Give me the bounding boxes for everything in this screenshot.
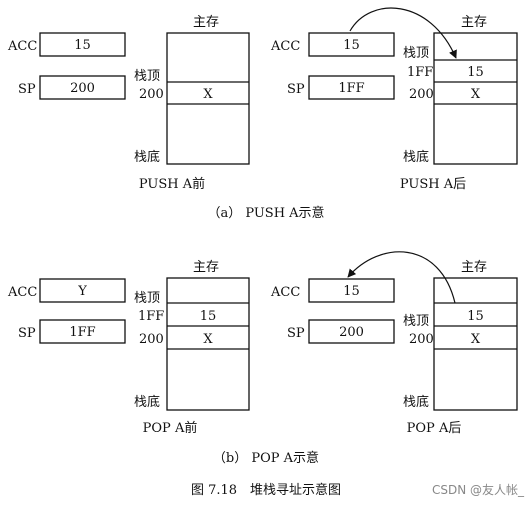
sp-label: SP (287, 82, 305, 97)
sp-label: SP (18, 326, 36, 341)
acc-register (308, 278, 395, 303)
acc-value: 15 (343, 284, 360, 299)
address-label: 200 (409, 87, 434, 102)
stack-top-label: 栈顶 (134, 291, 160, 306)
sp-value: 1FF (69, 325, 95, 340)
address-label: 200 (139, 332, 164, 347)
sp-value: 200 (339, 325, 364, 340)
sp-label: SP (287, 326, 305, 341)
push-after-panel: ACC 15 SP 1FF 主存 15 X 栈顶 1FF 200 栈底 PUSH… (270, 7, 518, 192)
stack-top-label: 栈顶 (403, 46, 429, 61)
stack-bottom-label: 栈底 (134, 394, 160, 410)
sp-register (39, 75, 126, 100)
panel-caption: POP A前 (143, 420, 198, 436)
memory-block (166, 277, 250, 411)
memory-block (166, 32, 250, 165)
panel-caption: PUSH A后 (400, 177, 466, 192)
push-arrow (349, 7, 457, 59)
memory-cell-value: X (471, 87, 481, 102)
main-memory-label: 主存 (461, 15, 487, 30)
pop-after-panel: ACC 15 SP 200 主存 15 X 栈顶 200 栈底 POP A后 (270, 251, 518, 436)
sp-value: 200 (70, 81, 95, 96)
watermark: CSDN @友人帐_ (432, 482, 525, 497)
memory-cell-value: 15 (467, 65, 484, 80)
acc-register (308, 32, 395, 57)
main-memory-label: 主存 (193, 15, 219, 30)
memory-cell-value: 15 (200, 309, 217, 324)
stack-top-label: 栈顶 (134, 69, 160, 84)
address-label: 1FF (138, 309, 164, 324)
address-label: 1FF (407, 65, 433, 80)
subcaption-b: （b） POP A示意 (213, 450, 319, 466)
memory-cell-value: 15 (467, 309, 484, 324)
subcaption-a: （a） PUSH A示意 (207, 205, 324, 221)
figure-caption: 图 7.18 堆栈寻址示意图 (191, 482, 341, 498)
memory-block (433, 32, 518, 165)
acc-value: Y (77, 284, 87, 299)
pop-before-panel: ACC Y SP 1FF 主存 15 X 栈顶 1FF 200 栈底 POP A… (7, 260, 250, 436)
address-label: 200 (139, 87, 164, 102)
push-before-panel: ACC 15 SP 200 主存 X 栈顶 200 栈底 PUSH A前 (7, 15, 250, 192)
stack-bottom-label: 栈底 (403, 394, 429, 410)
stack-top-label: 栈顶 (403, 314, 429, 329)
pop-arrow (347, 251, 456, 304)
memory-cell-value: X (471, 332, 481, 347)
sp-register (308, 319, 395, 344)
panel-caption: POP A后 (407, 421, 462, 436)
acc-value: 15 (343, 38, 360, 53)
main-memory-label: 主存 (461, 260, 487, 275)
acc-label: ACC (270, 285, 300, 300)
acc-label: ACC (7, 39, 37, 54)
acc-label: ACC (270, 39, 300, 54)
acc-label: ACC (7, 285, 37, 300)
acc-value: 15 (74, 38, 91, 53)
stack-bottom-label: 栈底 (403, 149, 429, 165)
memory-cell-value: X (203, 332, 213, 347)
memory-cell-value: X (203, 87, 213, 102)
sp-label: SP (18, 82, 36, 97)
sp-register (308, 75, 395, 100)
memory-block (433, 277, 518, 411)
sp-value: 1FF (338, 81, 364, 96)
main-memory-label: 主存 (193, 260, 219, 275)
panel-caption: PUSH A前 (139, 176, 205, 192)
sp-register (39, 319, 126, 344)
acc-register (39, 278, 126, 303)
address-label: 200 (409, 332, 434, 347)
acc-register (39, 32, 126, 57)
stack-bottom-label: 栈底 (134, 149, 160, 165)
